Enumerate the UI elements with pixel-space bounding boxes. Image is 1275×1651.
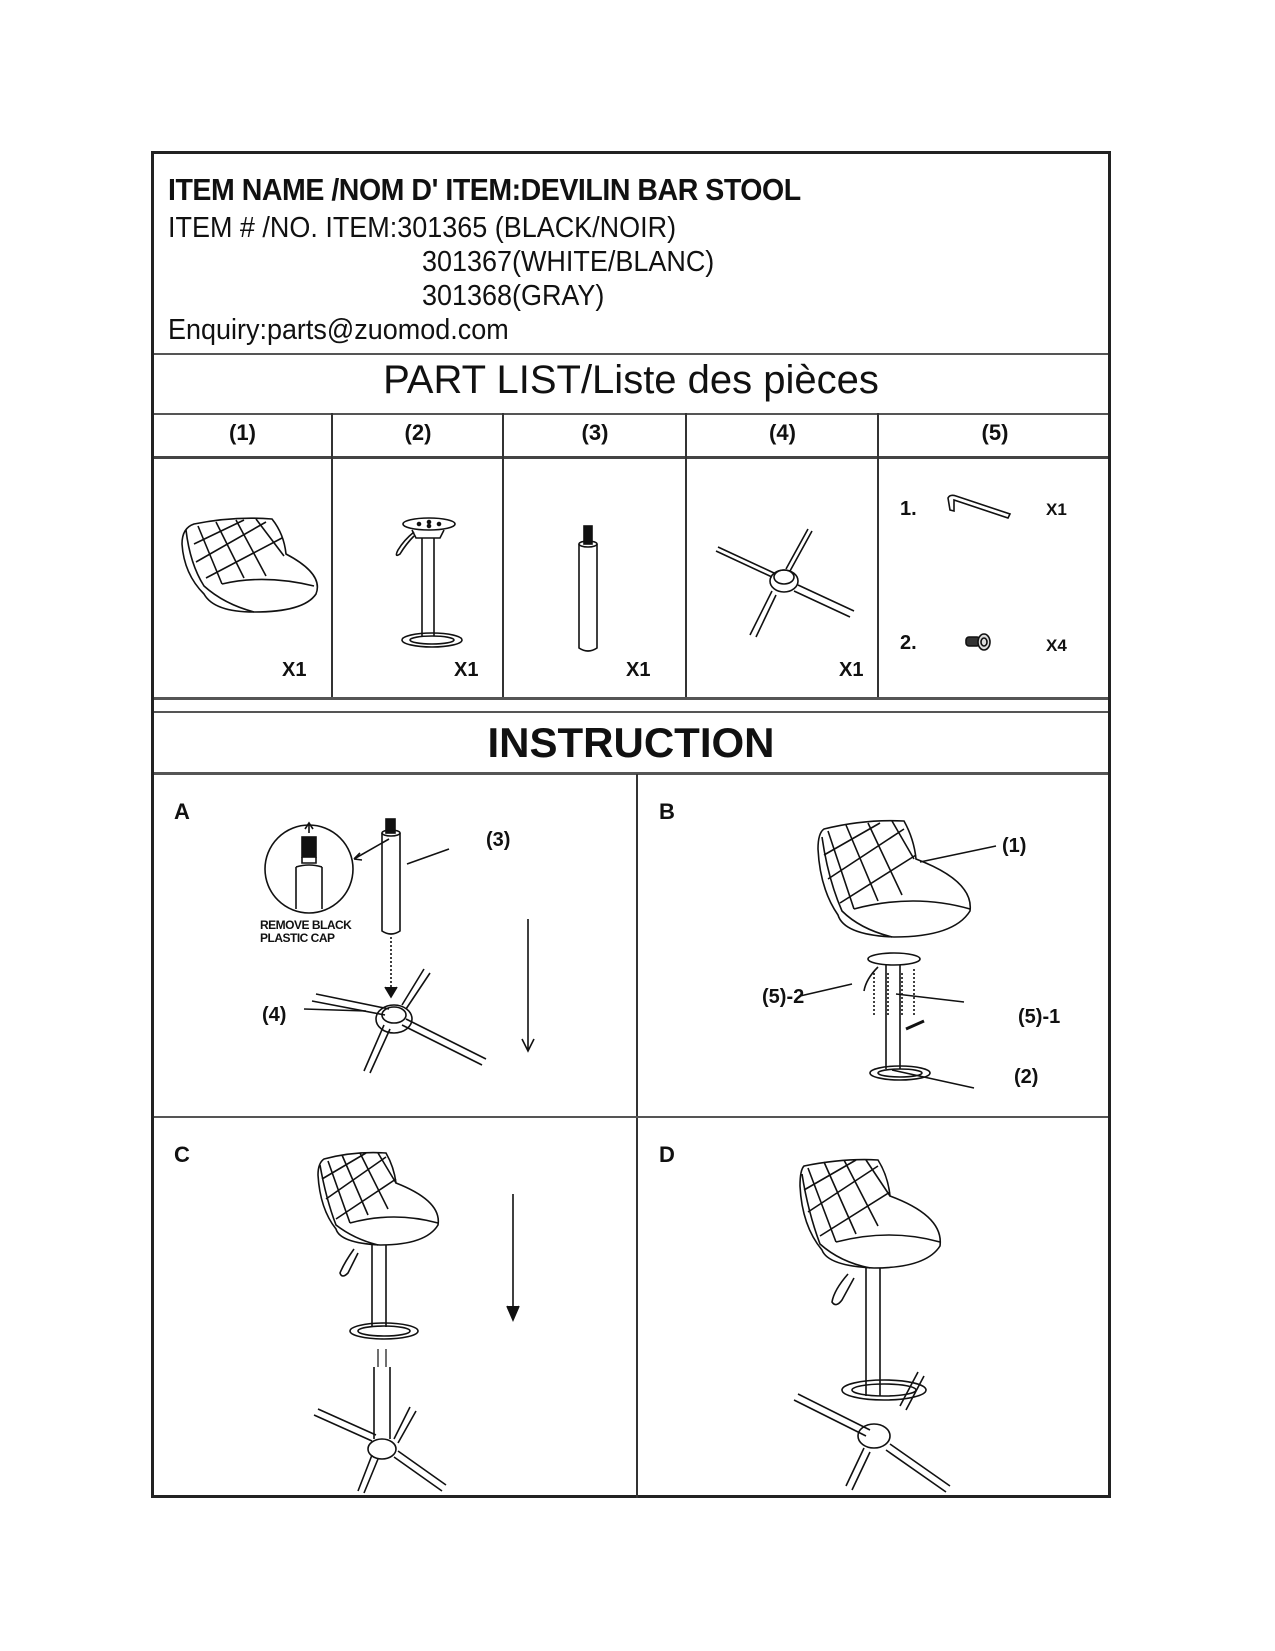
part-3-qty: X1 (626, 659, 651, 681)
part-2-qty: X1 (454, 659, 479, 681)
step-b-callout-2: (2) (1014, 1066, 1039, 1088)
hardware-1-index: 1. (900, 498, 917, 520)
down-arrow-icon (506, 1194, 520, 1323)
part-col-2-label: (2) (404, 420, 432, 445)
step-b-leader-lines (799, 845, 997, 1089)
step-a-label: A (174, 799, 190, 824)
instruction-title: INSTRUCTION (487, 719, 775, 766)
seat-icon (181, 517, 319, 613)
divider (154, 697, 1108, 700)
part-4-qty: X1 (839, 659, 864, 681)
step-divider (154, 1116, 1108, 1118)
divider (154, 413, 1108, 415)
item-number-black: ITEM # /NO. ITEM:301365 (BLACK/NOIR) (168, 212, 677, 244)
item-number-white: 301367(WHITE/BLANC) (422, 246, 715, 278)
enquiry-email: Enquiry:parts@zuomod.com (168, 314, 509, 346)
base-star-icon (715, 528, 855, 638)
part-col-5-label: (5) (981, 420, 1009, 445)
divider (154, 456, 1108, 459)
hardware-2-index: 2. (900, 632, 917, 654)
divider (154, 353, 1108, 355)
step-b-callout-5-1: (5)-1 (1018, 1006, 1061, 1028)
hardware-2-qty: X4 (1046, 636, 1067, 655)
step-c-label: C (174, 1142, 190, 1167)
part-col-3-label: (3) (581, 420, 609, 445)
item-name: ITEM NAME /NOM D' ITEM:DEVILIN BAR STOOL (168, 172, 801, 207)
item-number-gray: 301368(GRAY) (422, 280, 605, 312)
divider (154, 711, 1108, 713)
step-b-diagram (817, 819, 971, 1081)
bolt-icon (965, 633, 991, 651)
step-a-callout-3: (3) (486, 829, 511, 851)
step-a-note: REMOVE BLACK PLASTIC CAP (260, 918, 352, 945)
part-col-1-label: (1) (229, 420, 256, 445)
part-1-qty: X1 (282, 659, 307, 681)
col-divider (685, 413, 687, 697)
step-d-label: D (659, 1142, 675, 1167)
col-divider (502, 413, 504, 697)
part-col-4-label: (4) (769, 420, 796, 445)
divider (154, 772, 1108, 775)
hardware-1-qty: X1 (1046, 500, 1067, 519)
col-divider (331, 413, 333, 697)
column-tube-icon (578, 525, 598, 652)
step-b-callout-1: (1) (1002, 835, 1027, 857)
step-divider (636, 774, 638, 1498)
gas-lift-with-footrest-icon (395, 517, 463, 648)
step-c-diagram (313, 1151, 447, 1494)
col-divider (877, 413, 879, 697)
part-list-title: PART LIST/Liste des pièces (383, 358, 879, 402)
step-a-diagram (264, 818, 535, 1074)
assembly-sheet-frame: ITEM NAME /NOM D' ITEM:DEVILIN BAR STOOL… (151, 151, 1111, 1498)
step-d-diagram (793, 1158, 951, 1493)
step-b-callout-5-2: (5)-2 (762, 986, 805, 1008)
step-b-label: B (659, 799, 675, 824)
step-a-callout-4: (4) (262, 1004, 287, 1026)
allen-key-icon (947, 494, 1012, 519)
